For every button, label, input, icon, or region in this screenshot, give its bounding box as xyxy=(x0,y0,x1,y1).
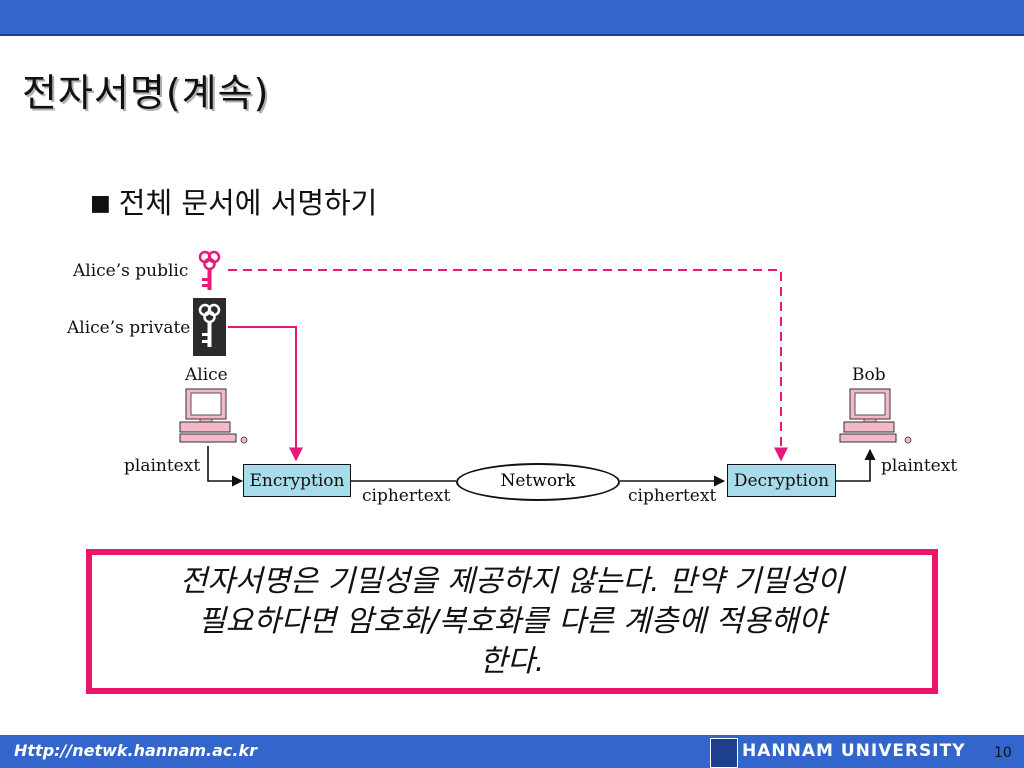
bob-computer-icon xyxy=(839,388,912,444)
plaintext-left-label: plaintext xyxy=(124,456,201,476)
ciphertext-left-label: ciphertext xyxy=(362,486,451,506)
bullet-text: 전체 문서에 서명하기 xyxy=(118,186,378,220)
note-line-3: 한다. xyxy=(479,643,545,679)
page-number: 10 xyxy=(994,745,1012,761)
footer-bar xyxy=(0,735,1024,768)
note-line-1: 전자서명은 기밀성을 제공하지 않는다. 만약 기밀성이 xyxy=(179,563,845,599)
footer-url: Http://netwk.hannam.ac.kr xyxy=(14,741,258,760)
public-key-icon xyxy=(198,250,221,290)
bullet-item: ■ 전체 문서에 서명하기 xyxy=(90,180,377,222)
alice-computer-icon xyxy=(179,388,248,444)
private-key-icon xyxy=(193,298,226,356)
note-box: 전자서명은 기밀성을 제공하지 않는다. 만약 기밀성이 필요하다면 암호화/복… xyxy=(86,549,938,694)
ciphertext-right-label: ciphertext xyxy=(628,486,717,506)
note-line-2: 필요하다면 암호화/복호화를 다른 계층에 적용해야 xyxy=(198,603,826,639)
plaintext-out-arrow xyxy=(836,448,876,482)
slide-title: 전자서명(계속) xyxy=(22,71,270,115)
university-name: HANNAM UNIVERSITY xyxy=(742,741,966,761)
university-logo-icon xyxy=(710,738,738,768)
decryption-box: Decryption xyxy=(727,464,836,497)
alice-label: Alice xyxy=(185,365,228,385)
plaintext-right-label: plaintext xyxy=(881,456,958,476)
alice-public-label: Alice’s public xyxy=(73,261,189,281)
top-bar xyxy=(0,0,1024,36)
bullet-square-icon: ■ xyxy=(90,191,111,216)
private-key-path xyxy=(228,326,303,462)
plaintext-in-arrow xyxy=(207,446,244,487)
network-ellipse: Network xyxy=(456,463,620,501)
encryption-box: Encryption xyxy=(243,464,351,497)
bob-label: Bob xyxy=(852,365,886,385)
public-key-path xyxy=(228,269,788,462)
alice-private-label: Alice’s private xyxy=(67,318,191,338)
